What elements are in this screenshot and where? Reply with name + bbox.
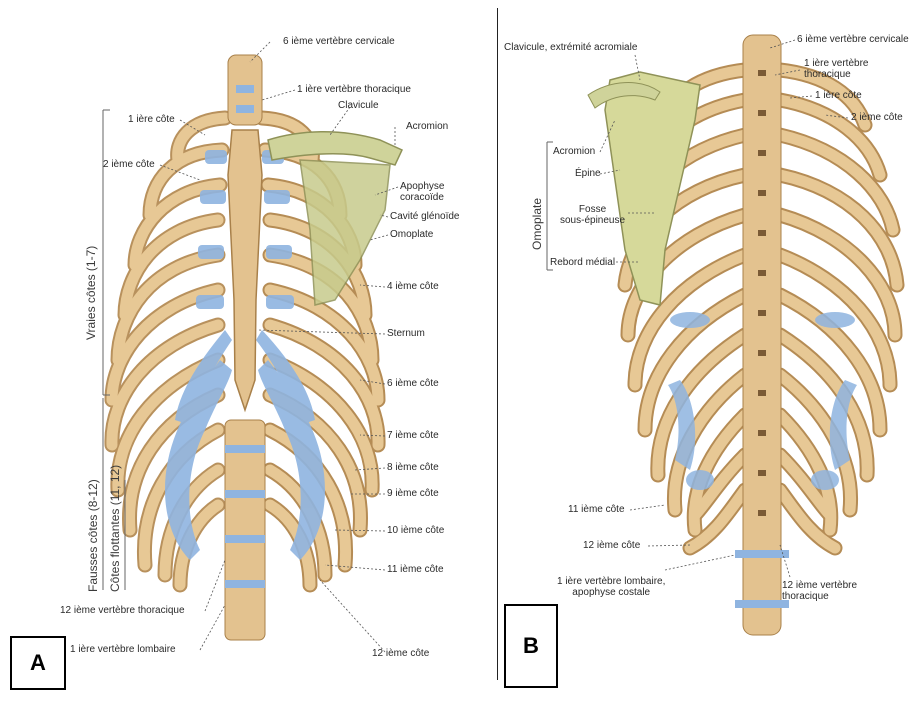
label-2nd-rib: 2 ième côte bbox=[103, 159, 155, 170]
label-6th-rib: 6 ième côte bbox=[387, 378, 439, 389]
group-false-ribs: Fausses côtes (8-12) bbox=[86, 479, 100, 592]
label-b-6th-cervical-vertebra: 6 ième vertèbre cervicale bbox=[797, 34, 909, 45]
panel-a-scapula bbox=[300, 160, 390, 305]
label-clavicle: Clavicule bbox=[338, 100, 379, 111]
label-scapula: Omoplate bbox=[390, 229, 433, 240]
group-true-ribs: Vraies côtes (1-7) bbox=[84, 246, 98, 340]
label-8th-rib: 8 ième côte bbox=[387, 462, 439, 473]
group-scapula: Omoplate bbox=[530, 198, 544, 250]
label-b-12th-thoracic-vertebra: 12 ième vertèbre thoracique bbox=[782, 580, 857, 602]
panel-b-spine bbox=[735, 35, 789, 635]
label-4th-rib: 4 ième côte bbox=[387, 281, 439, 292]
label-b-infraspinous-fossa: Fosse sous-épineuse bbox=[560, 204, 625, 226]
label-11th-rib: 11 ième côte bbox=[387, 564, 444, 575]
label-10th-rib: 10 ième côte bbox=[387, 525, 444, 536]
panel-a-sternum bbox=[228, 130, 262, 410]
label-12th-rib: 12 ième côte bbox=[372, 648, 429, 659]
label-glenoid-cavity: Cavité glénoïde bbox=[390, 211, 460, 222]
label-clavicle-acromial-end: Clavicule, extrémité acromiale bbox=[504, 42, 637, 53]
panel-b-ribs-right-fill bbox=[780, 70, 897, 548]
label-b-12th-rib: 12 ième côte bbox=[583, 540, 640, 551]
label-7th-rib: 7 ième côte bbox=[387, 430, 439, 441]
label-b-acromion: Acromion bbox=[553, 146, 595, 157]
panel-b-scapula bbox=[605, 72, 700, 305]
label-sternum: Sternum bbox=[387, 328, 425, 339]
label-1st-thoracic-vertebra: 1 ière vertèbre thoracique bbox=[297, 84, 411, 95]
label-6th-cervical-vertebra: 6 ième vertèbre cervicale bbox=[283, 36, 395, 47]
label-b-medial-border: Rebord médial bbox=[550, 257, 615, 268]
label-b-2nd-rib: 2 ième côte bbox=[851, 112, 903, 123]
label-coracoid-process: Apophyse coracoïde bbox=[400, 181, 444, 203]
label-b-1st-rib: 1 ière côte bbox=[815, 90, 862, 101]
label-acromion: Acromion bbox=[406, 121, 448, 132]
panel-divider bbox=[497, 8, 498, 680]
panel-b-bracket bbox=[547, 142, 553, 270]
label-b-spine-of-scapula: Épine bbox=[575, 168, 601, 179]
label-1st-lumbar-vertebra: 1 ière vertèbre lombaire bbox=[70, 644, 176, 655]
group-floating-ribs: Côtes flottantes (11, 12) bbox=[108, 465, 122, 592]
label-9th-rib: 9 ième côte bbox=[387, 488, 439, 499]
label-b-11th-rib: 11 ième côte bbox=[568, 504, 625, 515]
label-12th-thoracic-vertebra: 12 ième vertèbre thoracique bbox=[60, 605, 185, 616]
label-b-1st-thoracic-vertebra: 1 ière vertèbre thoracique bbox=[804, 58, 868, 80]
label-1st-rib: 1 ière côte bbox=[128, 114, 175, 125]
panel-a-badge: A bbox=[10, 636, 66, 690]
label-b-1st-lumbar-vertebra: 1 ière vertèbre lombaire, apophyse costa… bbox=[557, 576, 665, 598]
panel-b-badge: B bbox=[504, 604, 558, 688]
